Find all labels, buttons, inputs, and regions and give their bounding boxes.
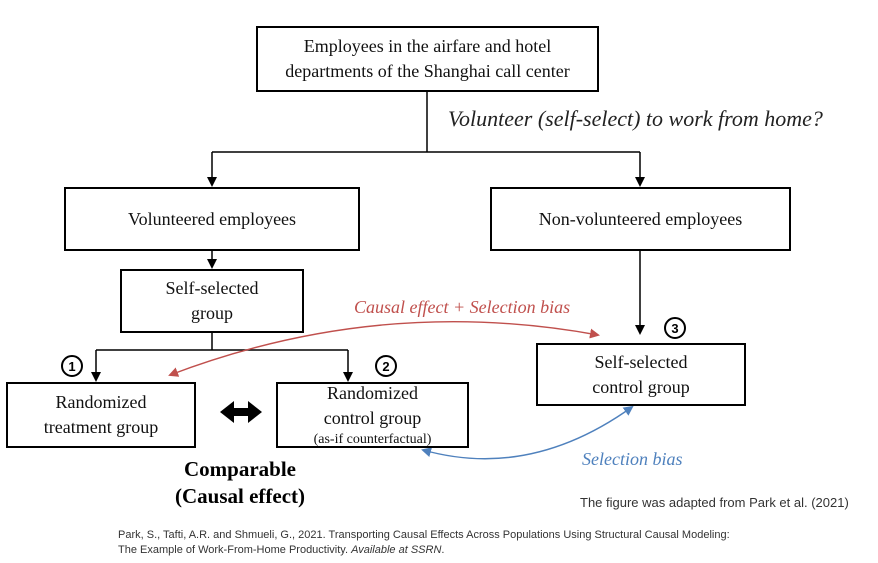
marker-three: 3 [664, 317, 686, 339]
comparable-line1: Comparable [184, 457, 296, 481]
citation-line2-end: . [441, 544, 445, 556]
self-selected-control-line1: Self-selected [594, 351, 688, 372]
treatment-group-line2: treatment group [43, 417, 159, 437]
root-box: Employees in the airfare and hotel depar… [256, 26, 599, 92]
root-box-line2: departments of the Shanghai call center [285, 61, 570, 81]
treatment-group-box: Randomized treatment group [6, 382, 196, 448]
marker-one: 1 [61, 355, 83, 377]
treatment-group-line1: Randomized [55, 392, 147, 412]
comparable-label: Comparable (Causal effect) [150, 456, 330, 510]
self-selected-group-box: Self-selected group [120, 269, 304, 333]
volunteered-box-label: Volunteered employees [127, 208, 297, 229]
citation-line2-plain: The Example of Work-From-Home Productivi… [118, 544, 352, 556]
citation-line1: Park, S., Tafti, A.R. and Shmueli, G., 2… [118, 529, 730, 541]
selection-bias-label: Selection bias [582, 449, 683, 469]
root-box-line1: Employees in the airfare and hotel [303, 36, 552, 56]
self-select-question: Volunteer (self-select) to work from hom… [448, 106, 823, 131]
causal-plus-bias-label: Causal effect + Selection bias [354, 297, 571, 317]
selection-bias-arrow [421, 405, 634, 460]
self-selected-group-line2: group [191, 303, 233, 323]
marker-two: 2 [375, 355, 397, 377]
self-selected-group-line1: Self-selected [165, 278, 259, 298]
root-split-connector [207, 92, 645, 187]
non-volunteered-box-label: Non-volunteered employees [538, 208, 743, 229]
comparable-line2: (Causal effect) [174, 484, 306, 508]
self-selected-control-line2: control group [592, 376, 690, 397]
citation: Park, S., Tafti, A.R. and Shmueli, G., 2… [118, 528, 730, 558]
citation-line2: The Example of Work-From-Home Productivi… [118, 543, 730, 558]
comparable-double-arrow [220, 401, 262, 423]
control-group-box: Randomized control group (as-if counterf… [276, 382, 469, 448]
causal-plus-bias-arrow [168, 320, 600, 377]
control-group-line1: Randomized [327, 383, 418, 403]
non-volunteered-box: Non-volunteered employees [490, 187, 791, 251]
citation-line2-italic: Available at SSRN [351, 544, 442, 556]
self-selected-control-box: Self-selected control group [536, 343, 746, 406]
volunteered-box: Volunteered employees [64, 187, 360, 251]
adapted-note: The figure was adapted from Park et al. … [580, 495, 849, 510]
control-group-note: (as-if counterfactual) [313, 432, 432, 447]
control-group-line2: control group [323, 408, 422, 428]
